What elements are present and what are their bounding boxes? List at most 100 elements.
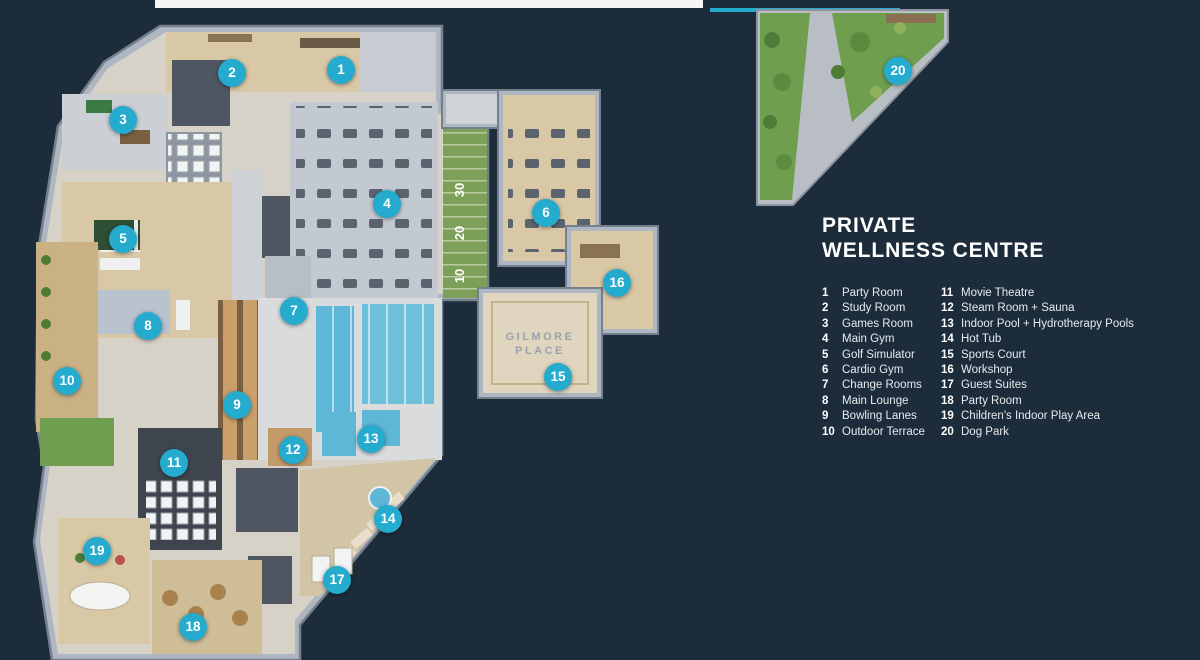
theatre-seats xyxy=(146,478,216,540)
corridor xyxy=(232,170,262,300)
shelving xyxy=(208,34,252,42)
track-mark-30: 30 xyxy=(452,183,467,197)
outdoor-terrace-deck xyxy=(36,242,98,432)
legend-item-number: 4 xyxy=(822,333,829,346)
track-lines xyxy=(443,112,487,298)
plan-marker-16: 16 xyxy=(603,269,631,297)
lobby-floor xyxy=(360,32,436,92)
legend-item-number: 12 xyxy=(941,302,954,315)
sofa xyxy=(100,258,140,270)
planter xyxy=(41,255,51,265)
pool-table xyxy=(120,130,150,144)
dog-park xyxy=(756,9,949,206)
legend-item-number: 11 xyxy=(941,287,954,299)
plan-marker-12: 12 xyxy=(279,436,307,464)
legend-item-label: Main Lounge xyxy=(842,394,909,407)
workbench xyxy=(580,244,620,258)
legend-item-number: 14 xyxy=(941,333,954,346)
plan-marker-17: 17 xyxy=(323,566,351,594)
legend-item-number: 6 xyxy=(822,364,829,377)
sofa xyxy=(176,300,190,330)
gym-equipment xyxy=(296,106,432,292)
legend-item-label: Workshop xyxy=(961,364,1013,377)
tree xyxy=(831,65,845,79)
legend-item-label: Sports Court xyxy=(961,348,1026,361)
legend-item-label: Dog Park xyxy=(961,425,1009,438)
legend-item-label: Change Rooms xyxy=(842,379,922,392)
legend-item-15: 15 Sports Court xyxy=(941,348,1134,363)
legend-item-number: 9 xyxy=(822,410,829,423)
track-mark-20: 20 xyxy=(452,226,467,240)
legend-item-19: 19 Children's Indoor Play Area xyxy=(941,409,1134,424)
tree xyxy=(764,32,780,48)
legend-item-label: Hot Tub xyxy=(961,333,1002,346)
tree xyxy=(850,32,870,52)
plan-marker-5: 5 xyxy=(109,225,137,253)
childrens-play-floor xyxy=(58,518,150,644)
legend-item-7: 7 Change Rooms xyxy=(822,378,941,393)
plan-marker-18: 18 xyxy=(179,613,207,641)
service-core xyxy=(236,468,298,532)
legend-item-number: 19 xyxy=(941,410,954,423)
planter xyxy=(41,351,51,361)
legend-item-8: 8 Main Lounge xyxy=(822,394,941,409)
legend-item-number: 10 xyxy=(822,425,835,438)
plan-marker-13: 13 xyxy=(357,425,385,453)
bowling-lane xyxy=(243,300,257,460)
legend-item-number: 17 xyxy=(941,379,954,392)
right-wing: GILMORE PLACE xyxy=(441,89,659,399)
legend-item-20: 20 Dog Park xyxy=(941,425,1134,440)
pool-lanes xyxy=(362,304,434,404)
legend-item-number: 16 xyxy=(941,364,954,377)
planter xyxy=(41,319,51,329)
plan-marker-10: 10 xyxy=(53,367,81,395)
legend-item-number: 1 xyxy=(822,287,829,299)
tree xyxy=(870,86,882,98)
sports-court-floor xyxy=(483,293,597,393)
legend-item-number: 8 xyxy=(822,394,829,407)
plan-marker-20: 20 xyxy=(884,57,912,85)
legend-item-number: 18 xyxy=(941,394,954,407)
plan-marker-3: 3 xyxy=(109,106,137,134)
play-toy xyxy=(75,553,85,563)
terrace-green xyxy=(40,418,114,466)
legend-item-number: 7 xyxy=(822,379,829,392)
legend-title-line2: WELLNESS CENTRE xyxy=(822,239,1045,262)
legend-item-number: 5 xyxy=(822,348,829,361)
legend-item-number: 20 xyxy=(941,425,954,438)
legend-item-number: 13 xyxy=(941,317,954,330)
bowling-lane xyxy=(223,300,237,460)
legend-item-16: 16 Workshop xyxy=(941,363,1134,378)
hydrotherapy-pool xyxy=(322,412,356,456)
court-label-line1: GILMORE xyxy=(506,331,575,343)
legend-item-label: Main Gym xyxy=(842,333,895,346)
tree xyxy=(776,154,792,170)
plan-marker-2: 2 xyxy=(218,59,246,87)
planter xyxy=(41,287,51,297)
legend-item-number: 15 xyxy=(941,348,954,361)
legend-item-label: Study Room xyxy=(842,302,906,315)
top-white-strip xyxy=(155,0,703,8)
legend-item-number: 3 xyxy=(822,317,829,330)
plan-marker-9: 9 xyxy=(223,391,251,419)
legend-title-line1: PRIVATE xyxy=(822,214,917,237)
round-table xyxy=(162,590,178,606)
legend-item-label: Children's Indoor Play Area xyxy=(961,410,1100,423)
legend-item-label: Guest Suites xyxy=(961,379,1027,392)
play-table xyxy=(69,581,131,611)
